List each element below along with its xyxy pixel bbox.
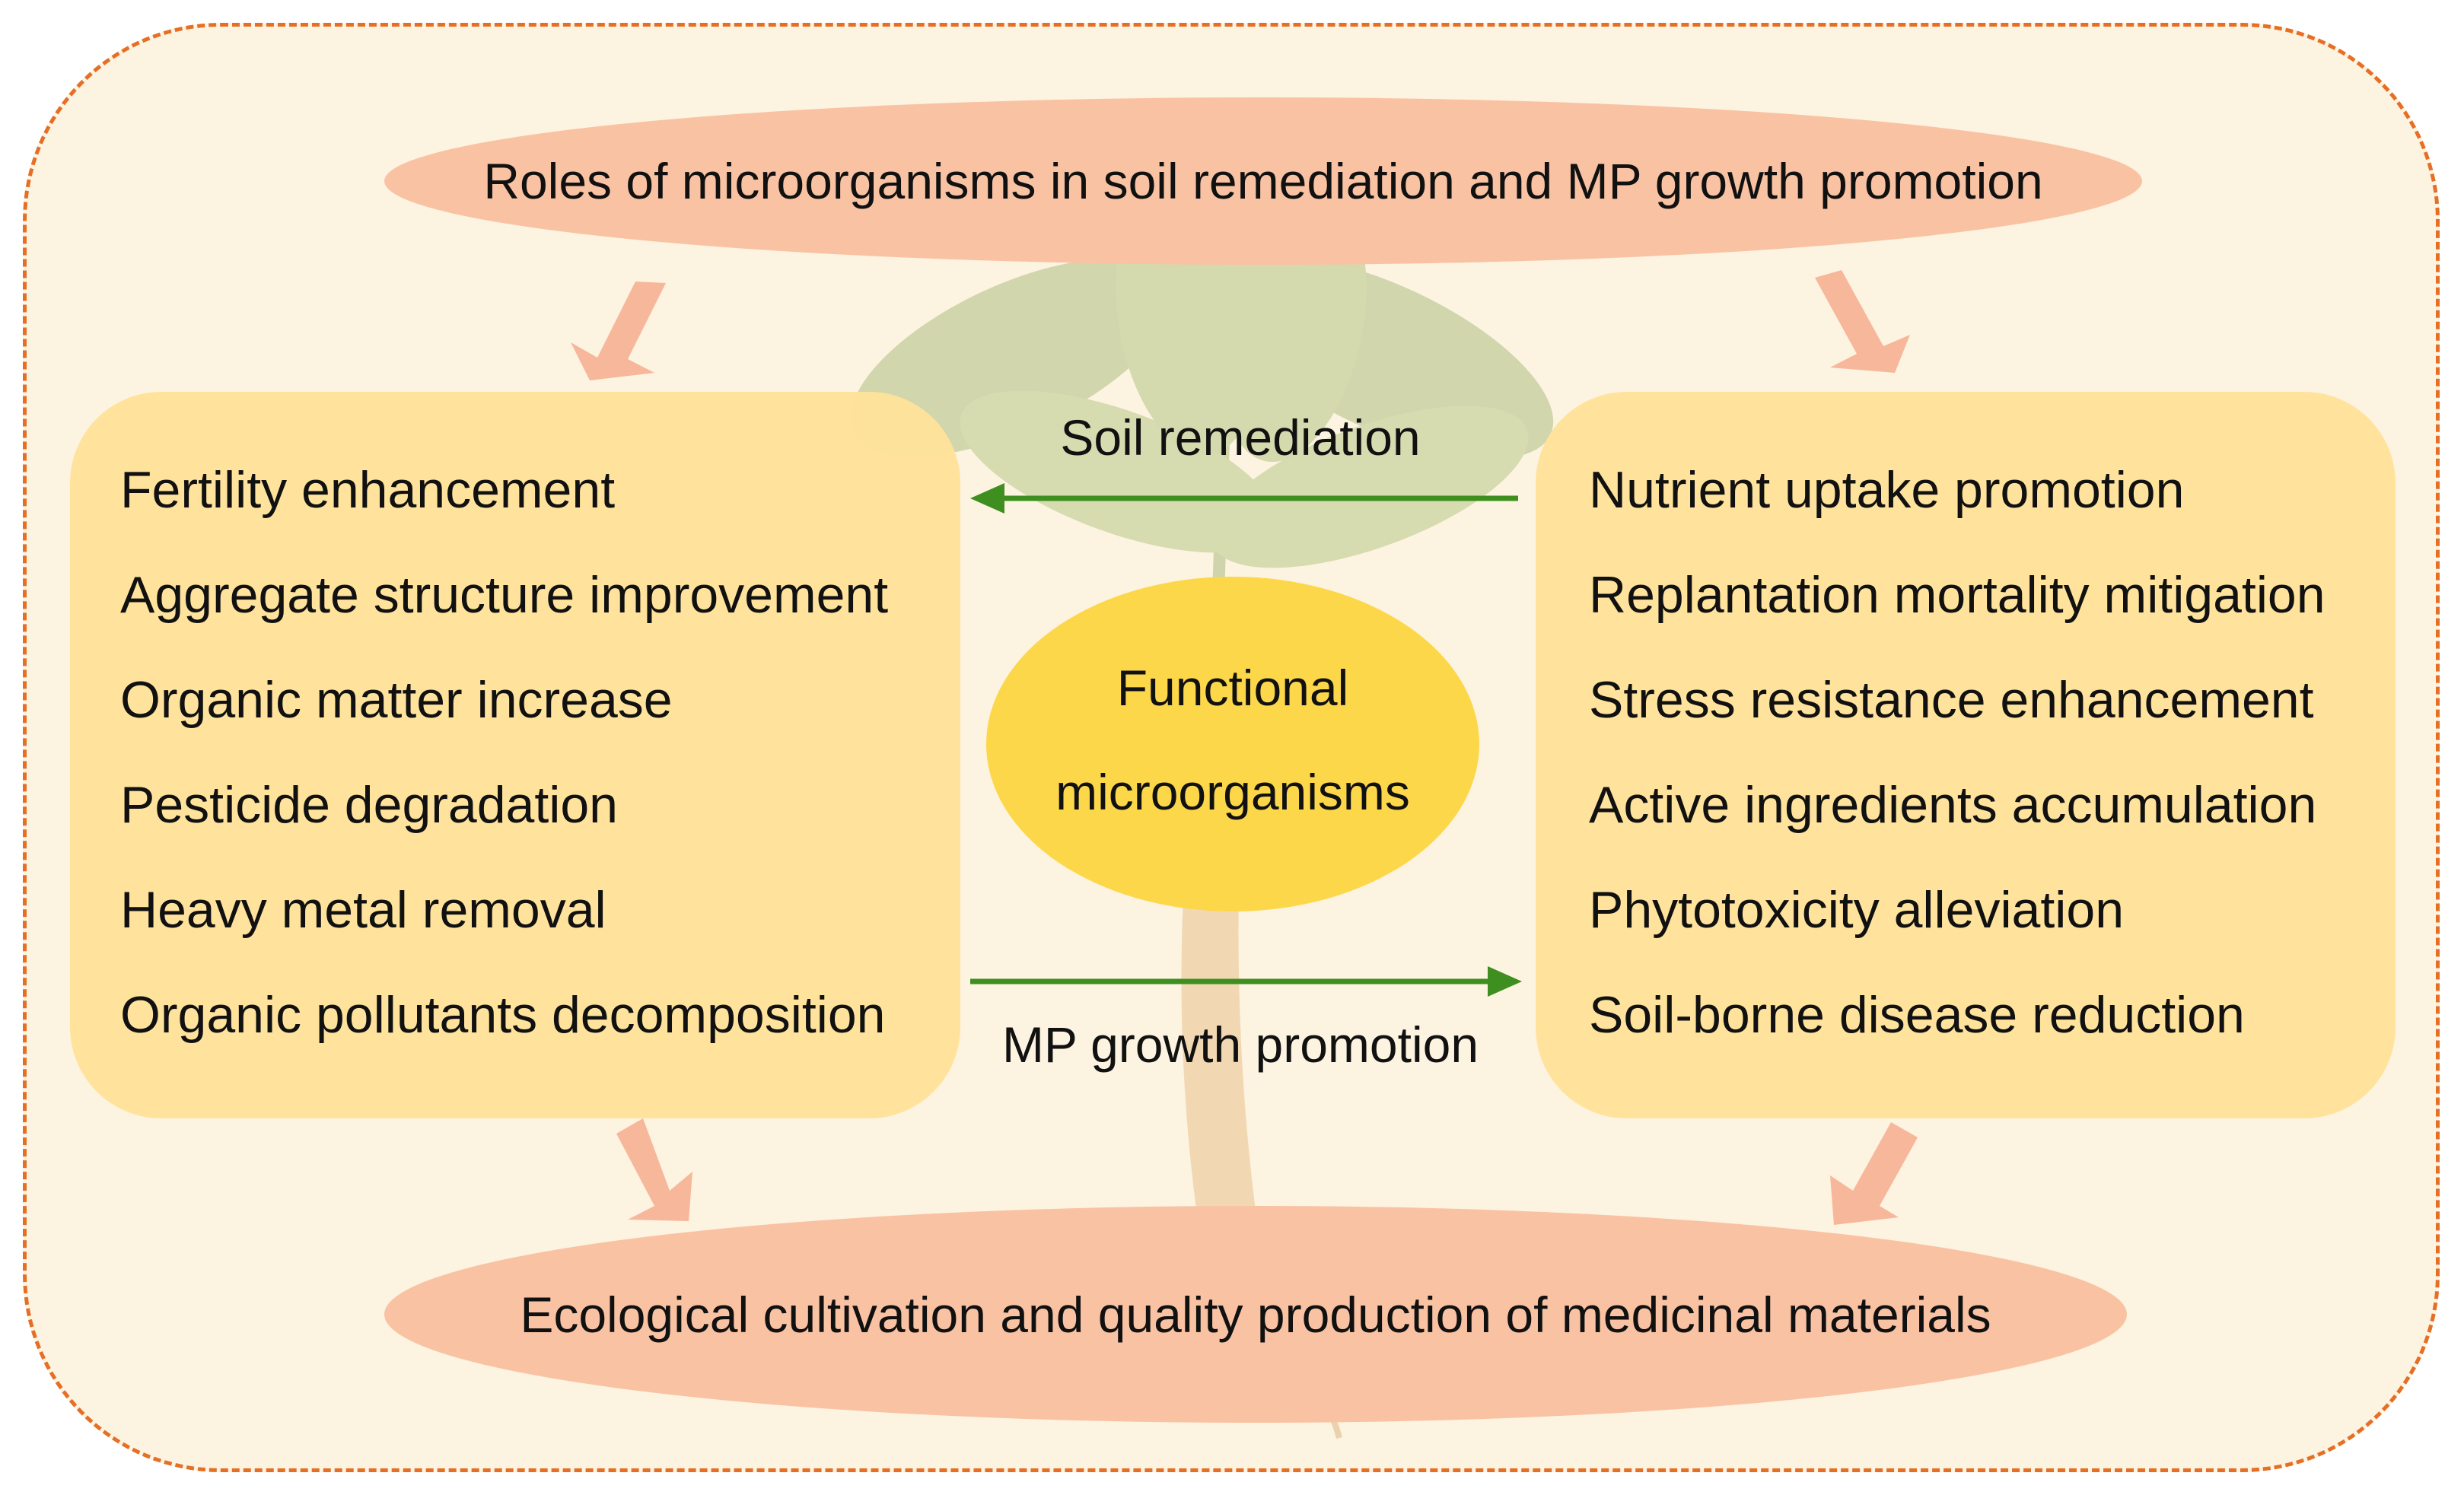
soil-remediation-label: Soil remediation <box>1060 409 1421 466</box>
right-panel <box>1536 392 2396 1118</box>
right-item-4: Active ingredients accumulation <box>1589 776 2317 834</box>
green-arrows <box>970 483 1522 997</box>
block-arrow-top-right <box>1815 270 1910 373</box>
functional-microorganisms-ellipse: Functional microorganisms <box>986 577 1479 911</box>
center-line-2: microorganisms <box>1055 764 1410 820</box>
left-item-1: Fertility enhancement <box>120 461 616 519</box>
left-item-5: Heavy metal removal <box>120 881 606 939</box>
right-item-6: Soil-borne disease reduction <box>1589 986 2245 1044</box>
footer-text: Ecological cultivation and quality produ… <box>520 1286 1991 1343</box>
header-text: Roles of microorganisms in soil remediat… <box>483 153 2043 209</box>
arrow-mp-growth-head <box>1488 966 1522 997</box>
center-line-1: Functional <box>1116 660 1349 716</box>
right-item-3: Stress resistance enhancement <box>1589 671 2314 729</box>
left-panel <box>70 392 960 1118</box>
right-item-2: Replantation mortality mitigation <box>1589 566 2326 624</box>
right-item-5: Phytotoxicity alleviation <box>1589 881 2125 939</box>
block-arrow-bottom-right <box>1830 1122 1918 1225</box>
left-item-2: Aggregate structure improvement <box>120 566 889 624</box>
header-ellipse: Roles of microorganisms in soil remediat… <box>384 97 2142 265</box>
footer-ellipse: Ecological cultivation and quality produ… <box>384 1206 2127 1423</box>
arrow-soil-remediation-head <box>970 483 1004 514</box>
left-item-3: Organic matter increase <box>120 671 673 729</box>
left-item-6: Organic pollutants decomposition <box>120 986 886 1044</box>
block-arrows <box>571 270 1918 1225</box>
block-arrow-top-left <box>571 282 666 380</box>
mp-growth-promotion-label: MP growth promotion <box>1001 1016 1479 1073</box>
left-item-4: Pesticide degradation <box>120 776 619 834</box>
right-item-1: Nutrient uptake promotion <box>1589 461 2185 519</box>
block-arrow-bottom-left <box>616 1118 692 1221</box>
